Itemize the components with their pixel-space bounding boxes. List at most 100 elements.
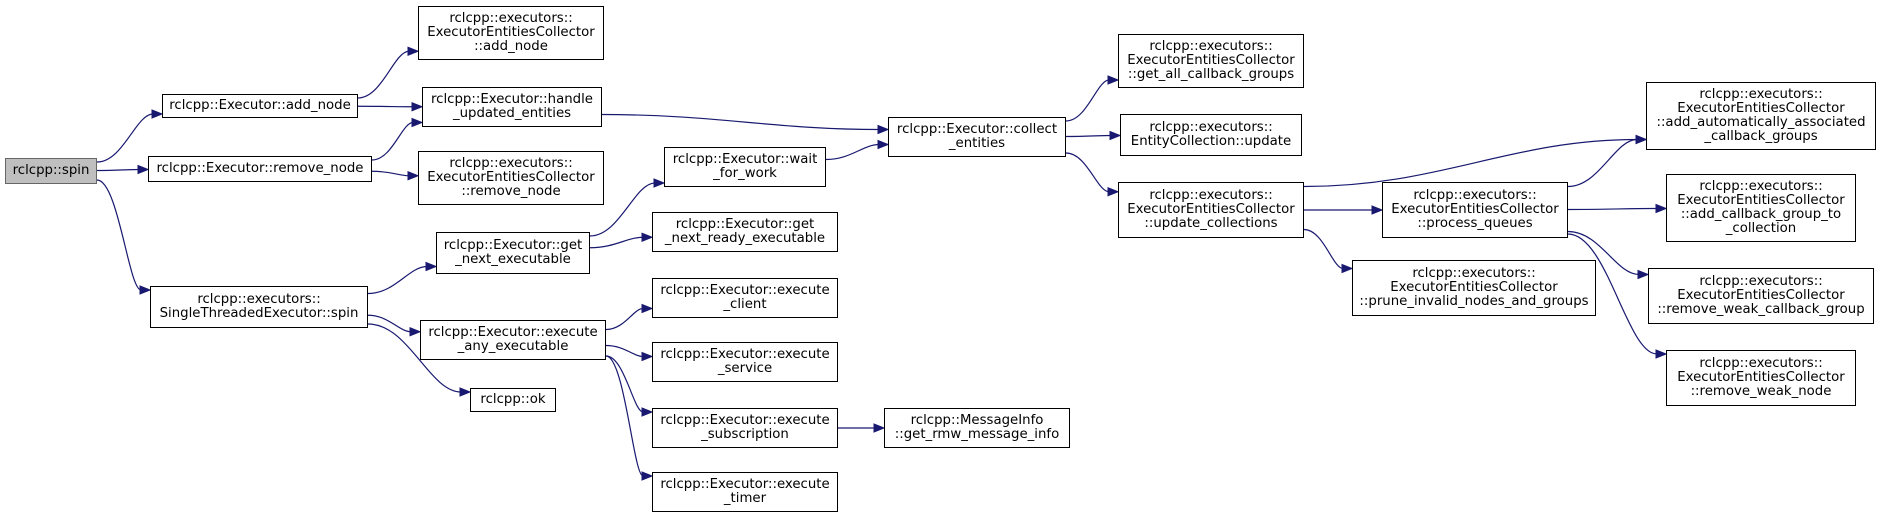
edge-arrowhead xyxy=(641,407,654,417)
node-eec-add-automatically-associated-callback-groups[interactable]: rclcpp::executors::ExecutorEntitiesColle… xyxy=(1646,82,1876,150)
node-label-line: _client xyxy=(723,297,767,312)
node-label-line: rclcpp::Executor::handle xyxy=(431,92,593,107)
node-label-line: ::remove_weak_callback_group xyxy=(1657,302,1865,317)
node-label-line: SingleThreadedExecutor::spin xyxy=(159,306,359,321)
edge-wait_for_work-to-collect_entities xyxy=(825,143,880,161)
node-label-line: _subscription xyxy=(701,427,789,442)
edge-add_node-to-eec_add_node xyxy=(357,50,410,99)
node-label-line: _timer xyxy=(723,491,767,506)
node-label-line: rclcpp::executors:: xyxy=(1149,39,1273,54)
edge-arrowhead xyxy=(407,171,420,181)
node-label-line: rclcpp::Executor::add_node xyxy=(169,98,351,113)
node-eec-remove-weak-callback-group[interactable]: rclcpp::executors::ExecutorEntitiesColle… xyxy=(1648,268,1874,324)
node-executor-remove-node[interactable]: rclcpp::Executor::remove_node xyxy=(148,156,372,182)
node-label-line: ExecutorEntitiesCollector xyxy=(1127,202,1295,217)
node-executor-execute-service[interactable]: rclcpp::Executor::execute_service xyxy=(652,342,838,382)
node-label-line: rclcpp::executors:: xyxy=(1699,274,1823,289)
node-label-line: ::update_collections xyxy=(1144,216,1278,231)
node-label-line: _next_ready_executable xyxy=(664,231,826,246)
node-rclcpp-ok[interactable]: rclcpp::ok xyxy=(470,388,556,412)
edge-arrowhead xyxy=(1635,134,1648,145)
node-executor-handle-updated-entities[interactable]: rclcpp::Executor::handle_updated_entitie… xyxy=(422,87,602,127)
edge-get_next_exec-to-get_next_ready xyxy=(589,236,644,249)
node-executor-execute-subscription[interactable]: rclcpp::Executor::execute_subscription xyxy=(652,408,838,448)
node-label-line: rclcpp::Executor::execute xyxy=(428,325,598,340)
node-executor-execute-client[interactable]: rclcpp::Executor::execute_client xyxy=(652,278,838,318)
edge-add_node-to-handle_updated xyxy=(357,105,414,108)
node-label-line: ::get_all_callback_groups xyxy=(1127,67,1295,82)
node-message-info-get-rmw-message-info[interactable]: rclcpp::MessageInfo::get_rmw_message_inf… xyxy=(884,408,1070,448)
edge-arrowhead xyxy=(877,124,890,135)
edge-process_queues-to-remove_weak_node xyxy=(1567,233,1658,355)
node-executor-collect-entities[interactable]: rclcpp::Executor::collect_entities xyxy=(888,117,1066,157)
edge-single_spin-to-ok xyxy=(367,323,462,393)
node-label-line: rclcpp::executors:: xyxy=(1699,87,1823,102)
edge-arrowhead xyxy=(1655,349,1668,359)
node-label-line: ::add_callback_group_to xyxy=(1680,207,1842,222)
node-label-line: rclcpp::executors:: xyxy=(449,156,573,171)
edge-arrowhead xyxy=(139,285,152,295)
edge-execute_any-to-exec_timer xyxy=(605,355,644,477)
node-label-line: ExecutorEntitiesCollector xyxy=(427,170,595,185)
node-single-threaded-executor-spin[interactable]: rclcpp::executors::SingleThreadedExecuto… xyxy=(150,286,368,328)
edge-arrowhead xyxy=(425,261,438,272)
node-eec-prune-invalid-nodes-and-groups[interactable]: rclcpp::executors::ExecutorEntitiesColle… xyxy=(1352,260,1596,316)
edge-arrowhead xyxy=(1341,263,1354,274)
node-executor-execute-timer[interactable]: rclcpp::Executor::execute_timer xyxy=(652,472,838,512)
node-label-line: rclcpp::executors:: xyxy=(1412,266,1536,281)
edge-arrowhead xyxy=(641,471,654,481)
edge-process_queues-to-add_auto_assoc xyxy=(1567,138,1638,188)
edge-arrowhead xyxy=(1637,269,1650,280)
edge-single_spin-to-get_next_exec xyxy=(367,265,428,295)
edge-handle_updated-to-collect_entities xyxy=(601,113,880,131)
edge-get_next_exec-to-wait_for_work xyxy=(589,182,656,237)
node-label-line: rclcpp::ok xyxy=(480,392,546,407)
node-executor-add-node[interactable]: rclcpp::Executor::add_node xyxy=(162,94,358,118)
edge-update_collections-to-add_auto_assoc xyxy=(1303,138,1638,188)
edge-arrowhead xyxy=(411,102,424,112)
node-eec-add-callback-group-to-collection[interactable]: rclcpp::executors::ExecutorEntitiesColle… xyxy=(1666,174,1856,242)
node-eec-update-collections[interactable]: rclcpp::executors::ExecutorEntitiesColle… xyxy=(1118,182,1304,238)
edge-arrowhead xyxy=(641,232,654,242)
node-eec-process-queues[interactable]: rclcpp::executors::ExecutorEntitiesColle… xyxy=(1382,182,1568,238)
node-label-line: rclcpp::MessageInfo xyxy=(910,413,1044,428)
edge-arrowhead xyxy=(407,46,420,56)
node-label-line: ExecutorEntitiesCollector xyxy=(1677,101,1845,116)
edge-arrowhead xyxy=(641,351,654,362)
node-label-line: rclcpp::Executor::execute xyxy=(660,347,830,362)
edge-arrowhead xyxy=(411,117,424,128)
node-eec-get-all-callback-groups[interactable]: rclcpp::executors::ExecutorEntitiesColle… xyxy=(1118,34,1304,88)
node-eec-add-node[interactable]: rclcpp::executors::ExecutorEntitiesColle… xyxy=(418,6,604,60)
node-executor-execute-any-executable[interactable]: rclcpp::Executor::execute_any_executable xyxy=(420,320,606,360)
node-label-line: _entities xyxy=(948,136,1006,151)
node-executor-get-next-executable[interactable]: rclcpp::Executor::get_next_executable xyxy=(436,232,590,274)
edge-arrowhead xyxy=(1371,205,1384,215)
node-executor-wait-for-work[interactable]: rclcpp::Executor::wait_for_work xyxy=(664,147,826,187)
node-label-line: rclcpp::Executor::execute xyxy=(660,283,830,298)
edge-arrowhead xyxy=(1109,130,1122,141)
node-label-line: ::prune_invalid_nodes_and_groups xyxy=(1359,294,1589,309)
node-eec-remove-node[interactable]: rclcpp::executors::ExecutorEntitiesColle… xyxy=(418,151,604,205)
node-label-line: rclcpp::executors:: xyxy=(1699,356,1823,371)
node-label-line: rclcpp::executors:: xyxy=(449,11,573,26)
node-label-line: ExecutorEntitiesCollector xyxy=(1677,193,1845,208)
edge-arrowhead xyxy=(641,303,654,314)
node-label-line: _next_executable xyxy=(455,252,571,267)
node-label-line: ExecutorEntitiesCollector xyxy=(427,25,595,40)
node-label-line: ::add_automatically_associated xyxy=(1656,115,1866,130)
node-entity-collection-update[interactable]: rclcpp::executors::EntityCollection::upd… xyxy=(1120,114,1302,156)
edge-collect_entities-to-update_collections xyxy=(1065,152,1110,193)
node-eec-remove-weak-node[interactable]: rclcpp::executors::ExecutorEntitiesColle… xyxy=(1666,350,1856,406)
node-label-line: ::remove_weak_node xyxy=(1690,384,1832,399)
node-label-line: rclcpp::executors:: xyxy=(1149,188,1273,203)
edge-arrowhead xyxy=(459,387,472,397)
edge-arrowhead xyxy=(873,423,886,433)
edge-arrowhead xyxy=(653,178,666,188)
edge-single_spin-to-execute_any xyxy=(367,314,412,333)
node-label-line: rclcpp::executors:: xyxy=(197,292,321,307)
node-label-line: rclcpp::Executor::execute xyxy=(660,413,830,428)
node-executor-get-next-ready-executable[interactable]: rclcpp::Executor::get_next_ready_executa… xyxy=(652,212,838,252)
node-label-line: ExecutorEntitiesCollector xyxy=(1390,280,1558,295)
node-label-line: _collection xyxy=(1725,221,1797,236)
